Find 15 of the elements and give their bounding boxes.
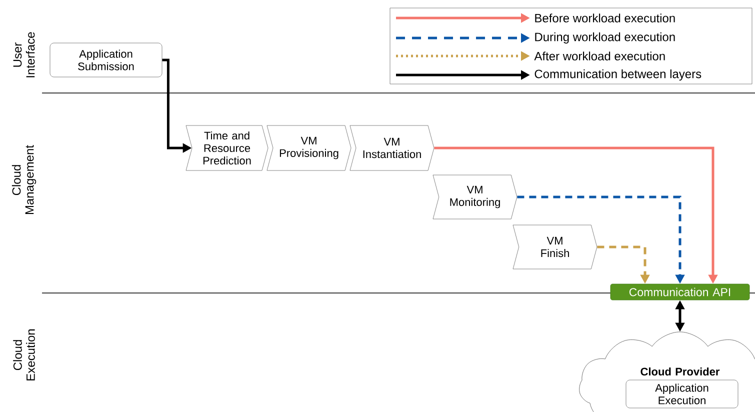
process-step: VM Provisioning xyxy=(266,125,352,171)
process-step: VM Monitoring xyxy=(432,174,518,220)
lane-label: Cloud Management xyxy=(12,145,36,214)
process-box: Application Execution xyxy=(626,380,738,408)
legend-label: After workload execution xyxy=(534,52,665,60)
legend-label: During workload execution xyxy=(535,32,675,44)
legend-label: Before workload execution xyxy=(535,14,675,22)
process-step: VM Finish xyxy=(512,224,598,270)
process-box: Application Submission xyxy=(50,42,162,78)
lane-label: Cloud Execution xyxy=(13,329,35,380)
process-step: VM Instantiation xyxy=(350,125,434,171)
lane-label: User Interface xyxy=(13,32,35,78)
api-bar: Communication API xyxy=(610,284,750,300)
process-step: Time and Resource Prediction xyxy=(186,125,268,171)
legend-label: Communication between layers xyxy=(534,69,702,81)
